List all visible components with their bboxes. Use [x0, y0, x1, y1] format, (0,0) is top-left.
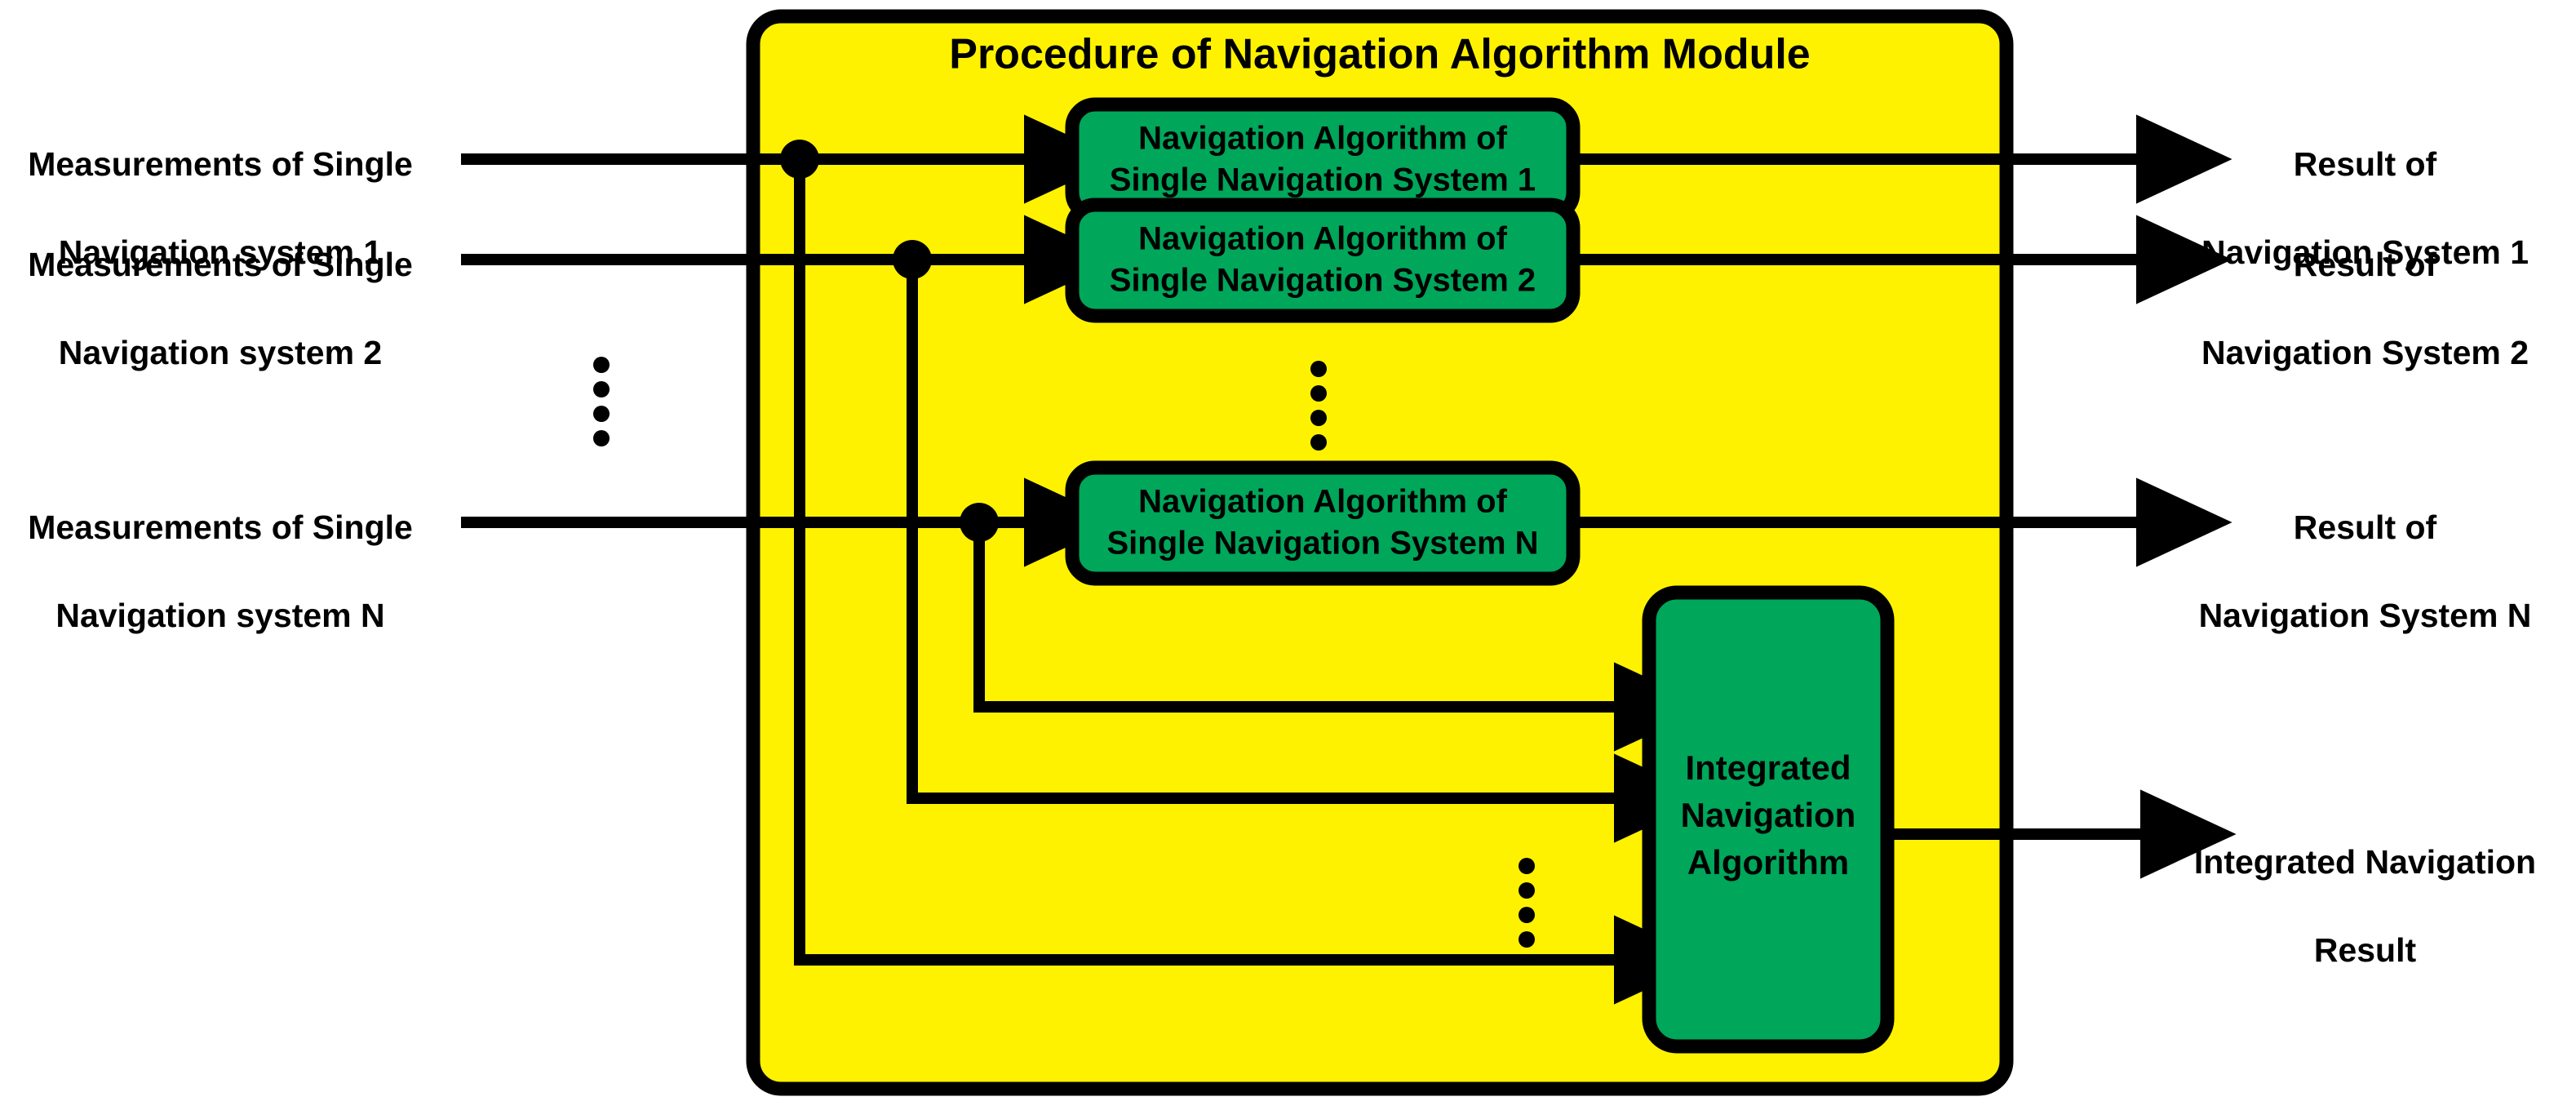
integrated-block-line2: Navigation [1681, 796, 1856, 834]
ellipsis-integrated-feeds-icon [1519, 858, 1535, 948]
nav-algo-block-2-line2: Single Navigation System 2 [1110, 263, 1536, 299]
output-label-n-line1: Result of [2293, 508, 2437, 547]
input-label-1-line1: Measurements of Single [28, 145, 413, 184]
input-label-2-line2: Navigation system 2 [58, 334, 383, 372]
nav-algo-block-1[interactable]: Navigation Algorithm of Single Navigatio… [1065, 97, 1581, 223]
nav-algo-block-1-line1: Navigation Algorithm of [1138, 121, 1508, 157]
output-label-n-line2: Navigation System N [2198, 597, 2532, 635]
output-label-integrated-line2: Result [2313, 931, 2417, 970]
tap-path-1 [794, 159, 1710, 1005]
output-label-1-line2: Navigation System 1 [2201, 233, 2529, 272]
nav-algo-block-n-shape [1065, 460, 1581, 586]
integrated-navigation-algorithm-block[interactable]: Integrated Navigation Algorithm [1642, 585, 1895, 1054]
nav-algo-block-2-line1: Navigation Algorithm of [1138, 221, 1508, 257]
input-label-n-line1: Measurements of Single [28, 508, 413, 547]
junction-dot-n [960, 503, 999, 542]
ellipsis-inputs-icon [593, 357, 610, 446]
tap-path-2 [907, 260, 1710, 843]
junction-dot-1 [780, 140, 819, 179]
output-label-n: Result of Navigation System N [2154, 461, 2576, 682]
junction-dot-2 [893, 240, 932, 279]
input-label-2-line1: Measurements of Single [28, 246, 413, 284]
input-label-1-line2: Navigation system 1 [58, 233, 383, 272]
integrated-block-line3: Algorithm [1687, 843, 1849, 881]
nav-algo-block-n[interactable]: Navigation Algorithm of Single Navigatio… [1065, 460, 1581, 586]
output-label-2-line1: Result of [2293, 246, 2437, 284]
input-label-n-line2: Navigation system N [55, 597, 385, 635]
output-label-1: Result of Navigation System 1 [2154, 98, 2576, 319]
input-label-1: Measurements of Single Navigation system… [0, 98, 441, 319]
input-label-n: Measurements of Single Navigation system… [0, 461, 441, 682]
nav-algo-block-2-shape [1065, 198, 1581, 323]
tap-path-n [973, 522, 1710, 752]
integrated-block-shape [1642, 585, 1895, 1054]
output-label-integrated-line1: Integrated Navigation [2193, 843, 2537, 881]
nav-algo-block-1-line2: Single Navigation System 1 [1110, 162, 1536, 198]
panel-title: Procedure of Navigation Algorithm Module [949, 31, 1810, 78]
output-label-2-line2: Navigation System 2 [2201, 334, 2529, 372]
nav-algo-block-n-line2: Single Navigation System N [1106, 526, 1538, 562]
output-label-1-line1: Result of [2293, 145, 2437, 184]
nav-algo-block-2[interactable]: Navigation Algorithm of Single Navigatio… [1065, 198, 1581, 323]
output-label-2: Result of Navigation System 2 [2154, 198, 2576, 420]
output-label-integrated: Integrated Navigation Result [2154, 796, 2576, 1017]
nav-algo-block-n-line1: Navigation Algorithm of [1138, 484, 1508, 520]
ellipsis-blocks-icon [1310, 361, 1327, 451]
integrated-block-line1: Integrated [1685, 748, 1851, 787]
input-label-2: Measurements of Single Navigation system… [0, 198, 441, 420]
